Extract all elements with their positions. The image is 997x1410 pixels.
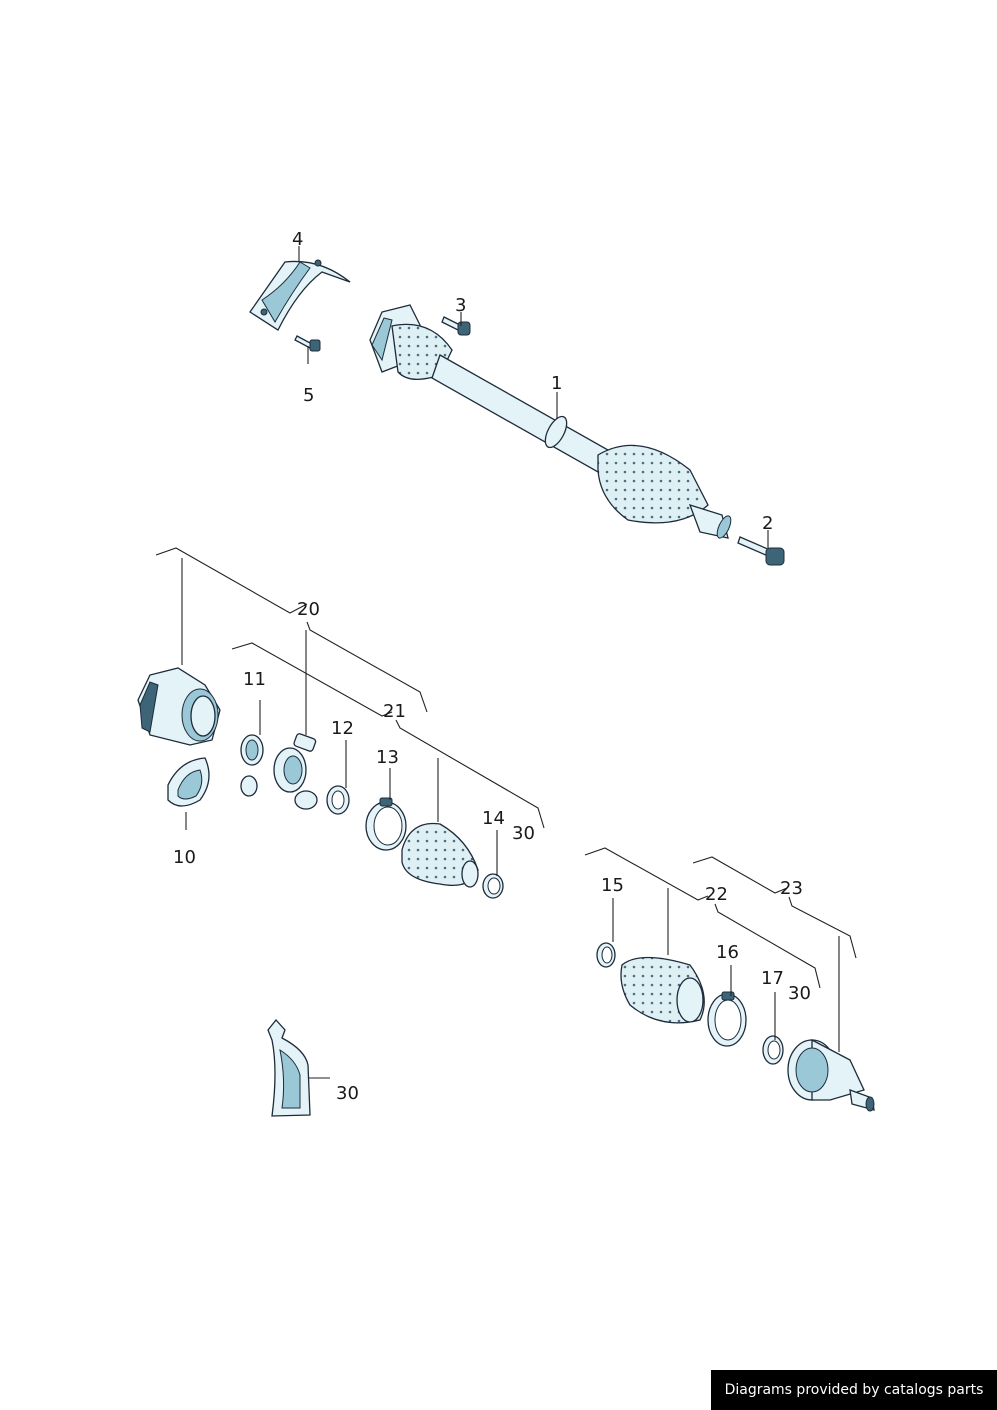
callout-12: 12 (331, 718, 354, 739)
outer-cv-joint-part-23[interactable] (787, 1038, 875, 1112)
boot-part-21[interactable] (401, 822, 479, 888)
circlip-part-11[interactable] (240, 734, 264, 766)
callout-23: 23 (780, 878, 803, 899)
clamp-part-13[interactable] (365, 797, 407, 851)
bolt-part-5[interactable] (294, 335, 321, 352)
callout-30-grease: 30 (336, 1083, 359, 1104)
seal-part-10[interactable] (167, 757, 210, 807)
heat-shield-part-4[interactable] (249, 259, 351, 331)
footer-credit: Diagrams provided by catalogs parts (711, 1370, 997, 1410)
callout-10: 10 (173, 847, 196, 868)
bolt-part-3[interactable] (441, 316, 471, 336)
callout-30-group-21: 30 (512, 823, 535, 844)
callout-11: 11 (243, 669, 266, 690)
callout-3: 3 (455, 295, 467, 316)
circlip-part-12[interactable] (326, 785, 350, 815)
clamp-part-15[interactable] (596, 942, 616, 968)
callout-22: 22 (705, 884, 728, 905)
callout-14: 14 (482, 808, 505, 829)
callout-16: 16 (716, 942, 739, 963)
cv-joint-housing-part-20[interactable] (137, 667, 221, 746)
callout-15: 15 (601, 875, 624, 896)
callout-4: 4 (292, 229, 304, 250)
callout-1: 1 (551, 373, 563, 394)
callout-17: 17 (761, 968, 784, 989)
callout-30-group-22: 30 (788, 983, 811, 1004)
circlip-part-17[interactable] (762, 1035, 784, 1065)
clamp-part-14[interactable] (482, 873, 504, 899)
bolt-part-2[interactable] (737, 536, 785, 566)
grease-tube-part-30[interactable] (267, 1018, 311, 1117)
clamp-part-16[interactable] (707, 991, 747, 1047)
drive-shaft-part-1[interactable] (369, 304, 734, 540)
callout-20: 20 (297, 599, 320, 620)
callout-2: 2 (762, 513, 774, 534)
boot-part-22[interactable] (620, 956, 705, 1024)
callout-5: 5 (303, 385, 315, 406)
callout-13: 13 (376, 747, 399, 768)
callout-21: 21 (383, 701, 406, 722)
inner-race-assembly[interactable] (240, 733, 318, 810)
